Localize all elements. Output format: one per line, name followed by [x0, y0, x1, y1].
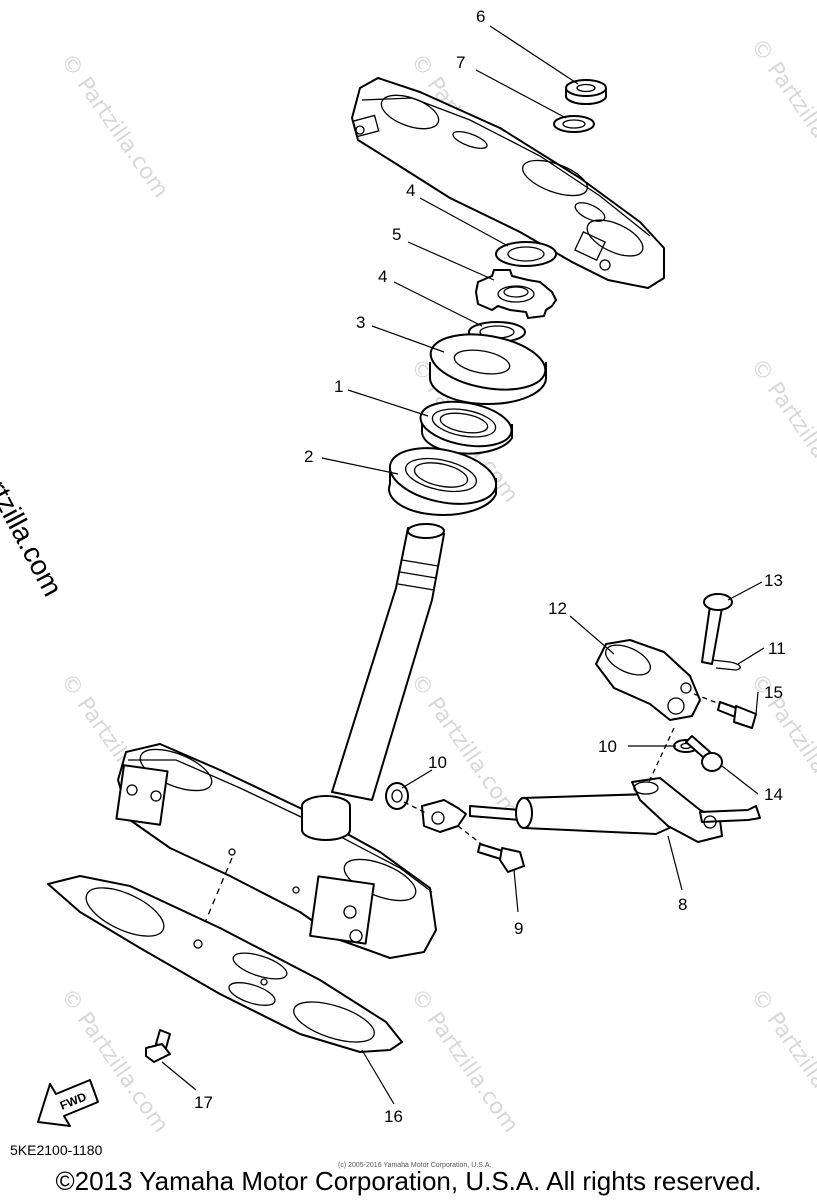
watermark: © Partzilla.com: [405, 984, 523, 1137]
leader-lines: [161, 25, 765, 1105]
callout-3: 3: [356, 313, 365, 332]
ring-nut-5: [475, 269, 557, 319]
under-bracket: [115, 523, 445, 959]
upper-bracket: [351, 77, 665, 289]
washer-7: [553, 115, 595, 133]
tiny-copyright: (c) 2005-2016 Yamaha Motor Corporation, …: [338, 1162, 492, 1169]
watermark: © Partzilla.com: [745, 984, 817, 1137]
damper-axis: [403, 801, 429, 815]
diagram-code: 5KE2100-1180: [10, 1142, 103, 1158]
bolt-9: [477, 843, 525, 873]
washer-10-axis: [647, 727, 675, 785]
callout-1: 1: [334, 377, 343, 396]
callout-10: 10: [598, 737, 617, 756]
fwd-arrow: FWD: [37, 1079, 99, 1127]
bolt-15-axis: [693, 693, 721, 705]
callout-9: 9: [514, 919, 523, 938]
bolt-17: [145, 1029, 171, 1063]
callout-4: 4: [406, 181, 415, 200]
plate-16: [47, 875, 403, 1053]
steering-damper-8: [421, 777, 761, 843]
callout-11: 11: [768, 639, 786, 658]
washer-10-left: [385, 782, 409, 810]
callout-6: 6: [476, 7, 485, 26]
damper-bracket-12: [595, 639, 701, 721]
watermark: © Partzilla.com: [745, 354, 817, 507]
bolt-14: [685, 735, 723, 772]
watermark: © Partzilla.com: [55, 49, 173, 202]
bolt-9-axis: [457, 825, 485, 847]
watermark: © Partzilla.com: [745, 34, 817, 187]
callout-16: 16: [384, 1107, 403, 1126]
callout-8: 8: [678, 895, 687, 914]
bearing-1: [419, 400, 513, 455]
watermark-grid: © Partzilla.com © Partzilla.com © Partzi…: [55, 34, 817, 1137]
watermark: © Partzilla.com: [405, 669, 523, 822]
callout-17: 17: [194, 1093, 213, 1112]
clip-11: [711, 659, 741, 671]
callout-14: 14: [764, 785, 783, 804]
callout-13: 13: [764, 571, 783, 590]
callout-4: 4: [378, 267, 387, 286]
washer-4-upper: [495, 241, 557, 267]
callout-5: 5: [392, 225, 401, 244]
bearing-2: [388, 447, 498, 516]
callout-12: 12: [548, 599, 567, 618]
callout-15: 15: [764, 683, 783, 702]
callout-7: 7: [456, 53, 465, 72]
bearing-cover-3: [429, 333, 547, 405]
pin-13: [701, 593, 733, 665]
callouts: 6 7 4 5 4 3 1 2 10 10 11 12 13 15 14 8 9…: [194, 7, 786, 1126]
callout-2: 2: [304, 447, 313, 466]
steering-nut-6: [565, 79, 607, 105]
callout-10: 10: [428, 753, 447, 772]
copyright-notice: ©2013 Yamaha Motor Corporation, U.S.A. A…: [55, 1166, 762, 1196]
bolt-15: [717, 701, 757, 729]
